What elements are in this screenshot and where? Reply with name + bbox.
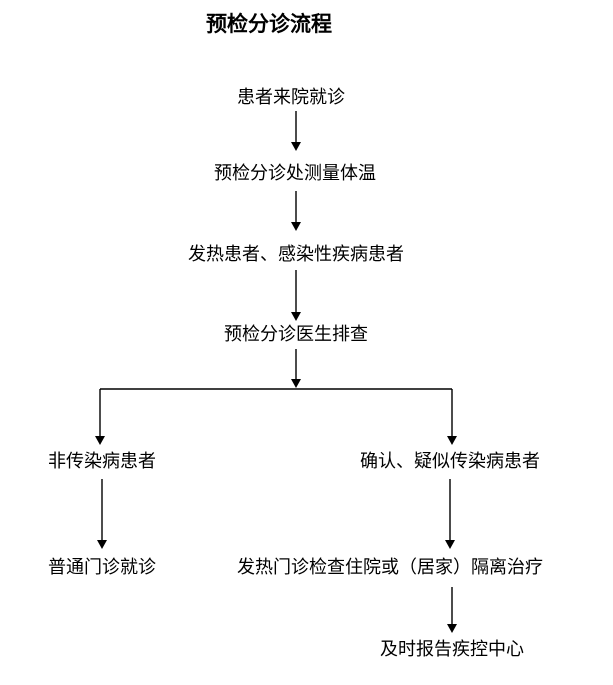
- node-confirmed-suspected-patients: 确认、疑似传染病患者: [360, 451, 540, 471]
- node-general-outpatient: 普通门诊就诊: [48, 557, 156, 577]
- arrow-branch-left: [95, 389, 105, 445]
- arrow-branch-right: [447, 389, 457, 445]
- arrow-temperature-to-fever: [291, 191, 301, 231]
- node-non-infectious-patients: 非传染病患者: [48, 451, 156, 471]
- node-fever-clinic-isolation: 发热门诊检查住院或（居家）隔离治疗: [237, 557, 543, 577]
- arrow-noninfectious-to-outpatient: [97, 479, 107, 549]
- node-temperature-check: 预检分诊处测量体温: [214, 163, 376, 183]
- arrow-fever-to-screening: [291, 270, 301, 321]
- arrow-feverclinic-to-cdc: [447, 587, 457, 633]
- node-patient-arrival: 患者来院就诊: [237, 87, 345, 107]
- arrow-confirmed-to-feverclinic: [445, 479, 455, 549]
- node-doctor-screening: 预检分诊医生排查: [224, 324, 368, 344]
- arrow-screening-to-branch: [291, 349, 301, 388]
- node-report-cdc: 及时报告疾控中心: [380, 639, 524, 659]
- page-title: 预检分诊流程: [206, 12, 332, 36]
- arrow-arrival-to-temperature: [291, 111, 301, 151]
- node-fever-infectious-patients: 发热患者、感染性疾病患者: [188, 244, 404, 264]
